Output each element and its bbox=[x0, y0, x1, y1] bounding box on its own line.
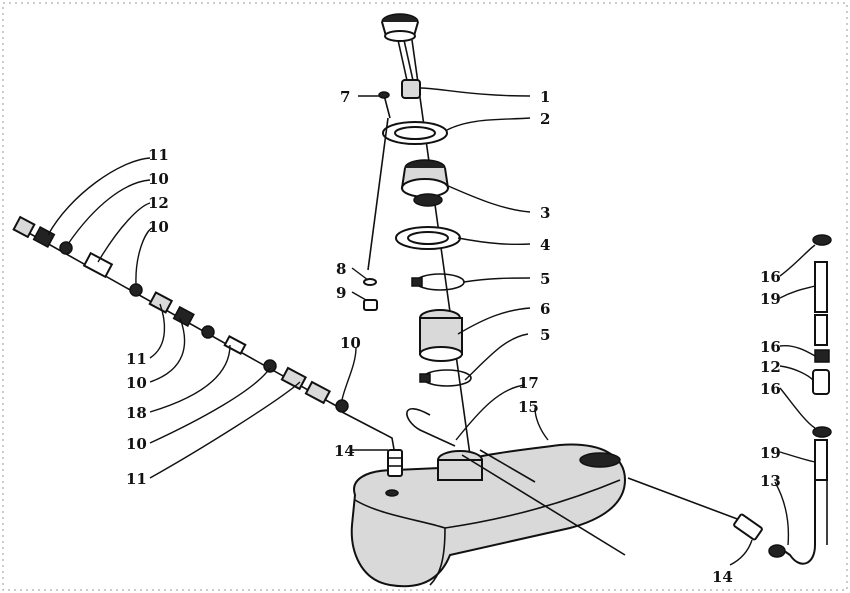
callout-17: 17 bbox=[518, 374, 539, 392]
callout-18: 18 bbox=[126, 404, 147, 422]
fitting-right-part bbox=[733, 513, 763, 541]
callout-6: 6 bbox=[540, 300, 550, 318]
adapter-part bbox=[400, 159, 450, 207]
callout-3: 3 bbox=[540, 204, 550, 222]
callout-1: 1 bbox=[540, 88, 550, 106]
callout-11-b: 11 bbox=[126, 350, 147, 368]
callout-16-a: 16 bbox=[760, 268, 781, 286]
callout-11-c: 11 bbox=[126, 470, 147, 488]
callout-4: 4 bbox=[540, 236, 550, 254]
callout-19-a: 19 bbox=[760, 290, 781, 308]
right-fuel-line-part bbox=[627, 234, 832, 565]
strap-hook-part bbox=[406, 408, 456, 447]
callout-19-b: 19 bbox=[760, 444, 781, 462]
callout-labels: 1 2 3 4 5 5 6 7 8 9 10 10 10 10 10 11 11… bbox=[126, 88, 781, 586]
gasket-part bbox=[382, 121, 448, 145]
clamp-upper-part bbox=[411, 273, 465, 291]
callout-10-e: 10 bbox=[340, 334, 361, 352]
callout-14-left: 14 bbox=[334, 442, 355, 460]
clamp-lower-part bbox=[419, 369, 472, 387]
callout-15: 15 bbox=[518, 398, 539, 416]
gasket-lower-part bbox=[395, 226, 461, 250]
callout-16-b: 16 bbox=[760, 338, 781, 356]
callout-12-left: 12 bbox=[148, 194, 169, 212]
leader-lines bbox=[47, 87, 816, 566]
callout-5-upper: 5 bbox=[540, 270, 550, 288]
callout-10-d: 10 bbox=[126, 435, 147, 453]
callout-2: 2 bbox=[540, 110, 550, 128]
callout-7: 7 bbox=[340, 88, 350, 106]
callout-13: 13 bbox=[760, 472, 781, 490]
callout-16-c: 16 bbox=[760, 380, 781, 398]
washer-part bbox=[363, 278, 377, 286]
callout-11-a: 11 bbox=[148, 146, 169, 164]
callout-5-lower: 5 bbox=[540, 326, 550, 344]
filler-hose-part bbox=[419, 309, 463, 362]
callout-10-c: 10 bbox=[126, 374, 147, 392]
callout-14-right: 14 bbox=[712, 568, 733, 586]
callout-9: 9 bbox=[336, 284, 346, 302]
left-fuel-line-part bbox=[12, 215, 396, 456]
fuel-tank-part bbox=[350, 443, 627, 588]
callout-10-b: 10 bbox=[148, 218, 169, 236]
nut-part bbox=[363, 299, 378, 311]
filler-cap-part bbox=[381, 13, 421, 99]
callout-8: 8 bbox=[336, 260, 346, 278]
callout-10-a: 10 bbox=[148, 170, 169, 188]
callout-12-right: 12 bbox=[760, 358, 781, 376]
fitting-left-part bbox=[387, 449, 403, 477]
screw-part bbox=[367, 91, 391, 271]
